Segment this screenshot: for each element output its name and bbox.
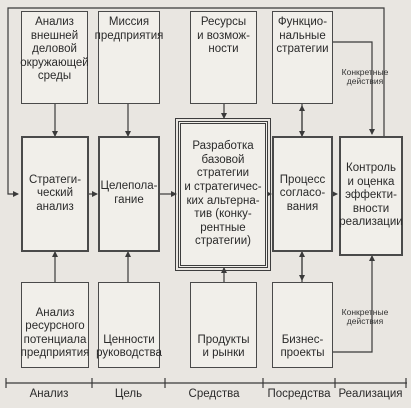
box-strategic-analysis: Стратеги- ческий анализ (21, 136, 89, 252)
box-goal-setting: Целепола- гание (98, 136, 160, 252)
box-functional-strategies: Функцио- нальные стратегии (272, 11, 333, 104)
box-business-projects: Бизнес- проекты (272, 282, 333, 368)
column-label-means: Средства (188, 388, 240, 400)
box-leadership-values: Ценности руководства (96, 282, 162, 368)
box-products-markets: Продукты и рынки (190, 282, 257, 368)
box-strategy-development: Разработка базовой стратегии и стратегич… (175, 118, 271, 271)
box-coordination-process: Процесс согласо- вания (272, 136, 333, 252)
box-control-evaluation: Контроль и оценка эффекти- вности реализ… (339, 136, 403, 256)
box-resources: Ресурсы и возмож- ности (190, 11, 257, 104)
column-label-analysis: Анализ (29, 388, 69, 400)
column-label-goal: Цель (114, 388, 143, 400)
box-resource-potential: Анализ ресурсного потенциала предприятия (21, 282, 89, 368)
note-concrete-actions-bottom: Конкретные действия (341, 307, 389, 327)
box-external-analysis: Анализ внешней деловой окружающей среды (20, 11, 89, 104)
note-concrete-actions-top: Конкретные действия (341, 67, 389, 87)
column-label-intermediaries: Посредства (267, 388, 331, 400)
column-label-implementation: Реализация (338, 388, 403, 400)
box-mission: Миссия предприятия (95, 11, 163, 104)
